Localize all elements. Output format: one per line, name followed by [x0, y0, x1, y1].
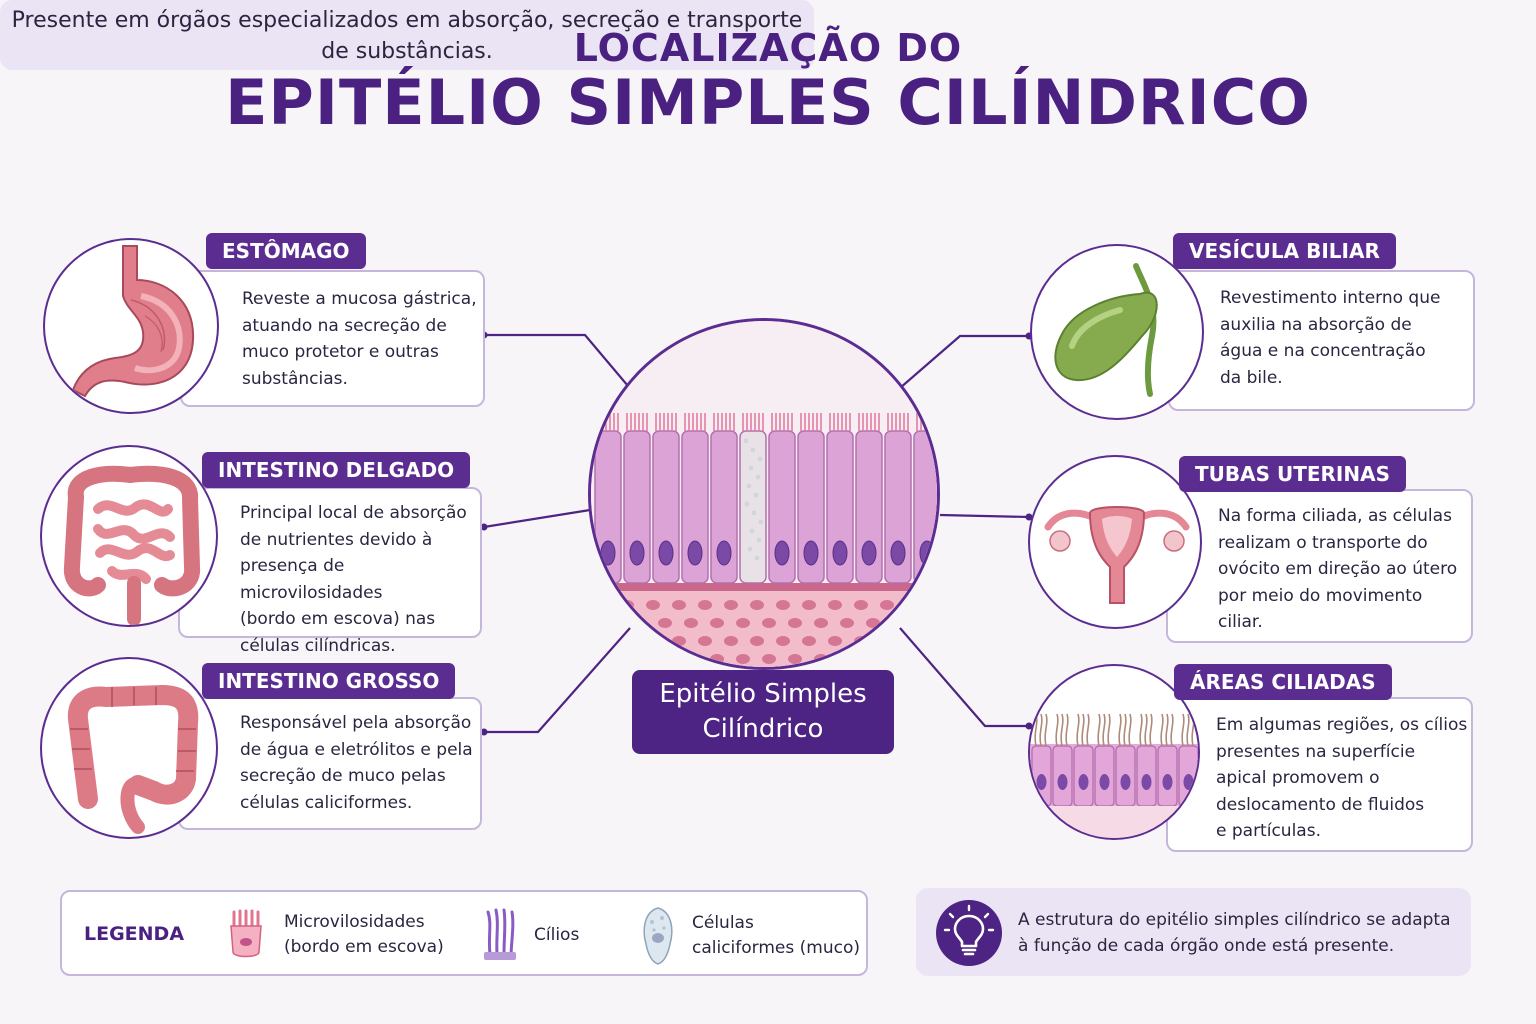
title-top: LOCALIZAÇÃO DO — [573, 26, 963, 70]
connector-vesicula — [899, 334, 1029, 389]
card-intestino-delgado: Principal local de absorção de nutriente… — [178, 487, 482, 656]
grosso-text-3: secreção de muco pelas — [240, 766, 446, 786]
label-vesicula-biliar: VESÍCULA BILIAR — [1173, 233, 1396, 269]
note-line-1: A estrutura do epitélio simples cilíndri… — [1018, 910, 1451, 930]
tubas-uterinas-illustration — [1028, 455, 1202, 629]
intestino-grosso-illustration — [40, 657, 218, 839]
legend-goblet-line-1: Células — [692, 913, 754, 933]
estomago-illustration — [43, 238, 219, 414]
tubas-text-1: Na forma ciliada, as células — [1218, 506, 1452, 526]
large-intestine-icon — [67, 685, 199, 834]
note-box: A estrutura do epitélio simples cilíndri… — [916, 888, 1471, 976]
vesicula-text-3: água e na concentração — [1220, 341, 1426, 361]
center-label: Epitélio Simples Cilíndrico — [632, 670, 894, 754]
connector-ciliadas — [899, 627, 1029, 728]
goblet-cell-icon — [643, 907, 673, 965]
grosso-text-4: células caliciformes. — [240, 792, 413, 813]
estomago-text-2: atuando na secreção de — [242, 315, 447, 336]
cilia-icon — [484, 908, 516, 960]
vesicula-biliar-illustration — [1030, 244, 1204, 420]
estomago-text-1: Reveste a mucosa gástrica, — [242, 289, 477, 309]
estomago-text-4: substâncias. — [242, 368, 348, 389]
subtitle-box: Presente em órgãos especializados em abs… — [0, 0, 814, 70]
card-estomago: Reveste a mucosa gástrica, atuando na se… — [180, 270, 485, 407]
subtitle-line-2: de substâncias. — [321, 39, 493, 64]
note-text: A estrutura do epitélio simples cilíndri… — [1018, 907, 1451, 959]
epithelium-illustration — [588, 318, 940, 670]
label-areas-ciliadas: ÁREAS CILIADAS — [1174, 664, 1392, 700]
columnar-epithelium-icon — [591, 321, 937, 667]
stomach-icon — [71, 245, 195, 398]
tubas-text-4: por meio do movimento — [1218, 585, 1423, 606]
center-label-line-2: Cilíndrico — [702, 714, 824, 744]
ciliadas-text-1: Em algumas regiões, os cílios — [1216, 715, 1468, 735]
areas-ciliadas-illustration — [1028, 664, 1200, 840]
card-areas-ciliadas: Em algumas regiões, os cílios presentes … — [1166, 697, 1473, 852]
tubas-text-2: realizam o transporte do — [1218, 532, 1428, 553]
connector-tubas — [939, 513, 1030, 519]
delgado-text-3: presença de microvilosidades — [240, 556, 383, 603]
legend-goblet-text: Células caliciformes (muco) — [692, 911, 860, 961]
legend-microvilli-text: Microvilosidades (bordo em escova) — [284, 910, 444, 960]
connector-intestino-grosso — [484, 627, 631, 734]
vesicula-text-2: auxilia na absorção de — [1220, 314, 1412, 335]
uterus-icon — [1044, 506, 1190, 604]
ciliadas-text-3: apical promovem o — [1216, 768, 1380, 788]
delgado-text-2: de nutrientes devido à — [240, 529, 433, 550]
tubas-text-3: ovócito em direção ao útero — [1218, 559, 1458, 579]
delgado-text-5: células cilíndricas. — [240, 635, 396, 656]
connector-intestino-delgado — [483, 508, 591, 529]
card-tubas-uterinas: Na forma ciliada, as células realizam o … — [1166, 489, 1473, 643]
delgado-text-1: Principal local de absorção — [240, 503, 467, 523]
gallbladder-icon — [1054, 263, 1158, 397]
microvilli-icon — [230, 909, 262, 958]
legend-cilia-text: Cílios — [534, 925, 580, 945]
small-intestine-icon — [63, 465, 200, 625]
page-title: EPITÉLIO SIMPLES CILÍNDRICO — [225, 66, 1311, 139]
connector-estomago — [484, 333, 629, 387]
legend-goblet-line-2: caliciformes (muco) — [692, 938, 860, 958]
label-intestino-delgado: INTESTINO DELGADO — [202, 452, 471, 488]
label-estomago: ESTÔMAGO — [206, 233, 366, 269]
estomago-text-3: muco protetor e outras — [242, 342, 439, 362]
delgado-text-4: (bordo em escova) nas — [240, 609, 436, 629]
note-line-2: à função de cada órgão onde está present… — [1018, 936, 1395, 956]
label-tubas-uterinas: TUBAS UTERINAS — [1179, 456, 1406, 492]
legend-title: LEGENDA — [84, 923, 185, 945]
center-label-line-1: Epitélio Simples — [659, 679, 867, 709]
ciliadas-text-5: e partículas. — [1216, 821, 1321, 841]
legend: LEGENDA Microvilosidades (bordo em escov… — [60, 890, 868, 976]
vesicula-text-4: da bile. — [1220, 367, 1283, 388]
intestino-delgado-illustration — [40, 445, 218, 627]
ciliated-cells-icon — [1030, 713, 1198, 838]
grosso-text-1: Responsável pela absorção — [240, 713, 472, 733]
subtitle-line-1: Presente em órgãos especializados em abs… — [11, 8, 803, 33]
legend-microvilli-line-1: Microvilosidades — [284, 912, 425, 932]
card-intestino-grosso: Responsável pela absorção de água e elet… — [178, 697, 482, 830]
grosso-text-2: de água e eletrólitos e pela — [240, 739, 473, 760]
label-intestino-grosso: INTESTINO GROSSO — [202, 663, 456, 699]
tubas-text-5: ciliar. — [1218, 612, 1263, 632]
ciliadas-text-4: deslocamento de fluidos — [1216, 794, 1425, 815]
lightbulb-icon — [936, 900, 1002, 966]
legend-microvilli-line-2: (bordo em escova) — [284, 937, 444, 957]
card-vesicula-biliar: Revestimento interno que auxilia na abso… — [1168, 270, 1475, 411]
vesicula-text-1: Revestimento interno que — [1220, 288, 1441, 308]
ciliadas-text-2: presentes na superfície — [1216, 741, 1416, 762]
